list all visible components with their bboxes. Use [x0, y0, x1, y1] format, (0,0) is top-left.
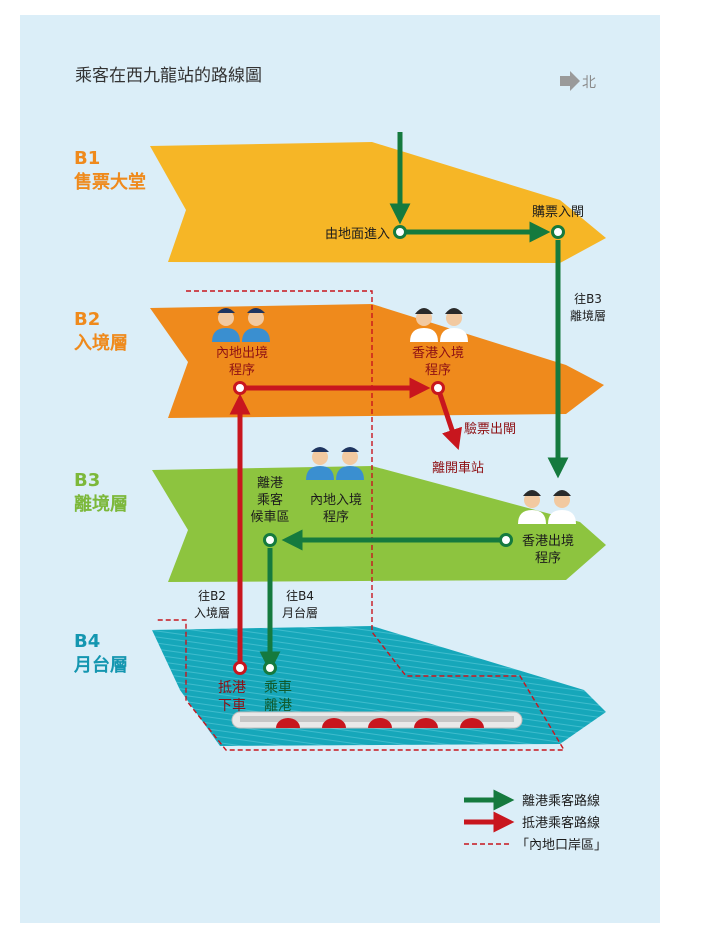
label-ground-entry: 由地面進入: [325, 227, 390, 242]
hk-officer-icon: [410, 308, 468, 342]
level-b1-code: B1: [74, 148, 100, 169]
mainland-officer-icon: [212, 308, 270, 342]
level-b1-name: 售票大堂: [74, 171, 146, 193]
label-to-b2-1: 往B2: [198, 588, 226, 603]
level-b4-code: B4: [74, 631, 100, 652]
level-b3-floor: [152, 466, 606, 582]
label-ticket-exit: 驗票出閘: [464, 422, 516, 437]
label-to-b2-2: 入境層: [194, 605, 230, 620]
level-b2-name: 入境層: [74, 332, 128, 354]
level-b4-name: 月台層: [73, 654, 128, 676]
label-waiting-2: 乘客: [257, 492, 283, 508]
node-waiting-area: [263, 533, 277, 547]
label-board-1: 乘車: [264, 679, 292, 696]
mainland-officer-icon: [306, 447, 364, 480]
legend-departure-label: 離港乘客路線: [522, 793, 600, 809]
legend: 離港乘客路線 抵港乘客路線 「內地口岸區」: [464, 789, 607, 853]
level-b2-code: B2: [74, 309, 100, 330]
label-arrive-1: 抵港: [218, 680, 246, 696]
label-to-b3-2: 離境層: [570, 308, 606, 323]
legend-port-area-label: 「內地口岸區」: [516, 838, 607, 853]
label-to-b4-1: 往B4: [286, 588, 314, 603]
label-mainland-entry-2: 程序: [323, 510, 349, 525]
label-hk-exit-2: 程序: [535, 551, 561, 566]
compass-label: 北: [582, 75, 596, 91]
node-board: [263, 661, 277, 675]
label-hk-exit-1: 香港出境: [522, 534, 574, 549]
node-mainland-exit: [233, 381, 247, 395]
north-arrow-icon: [560, 71, 580, 91]
level-b3-code: B3: [74, 470, 100, 491]
node-ground-entry: [393, 225, 407, 239]
label-hk-entry-2: 程序: [425, 363, 451, 378]
label-leave-station: 離開車站: [432, 461, 484, 476]
label-waiting-1: 離港: [257, 476, 283, 491]
label-hk-entry-1: 香港入境: [412, 346, 464, 361]
label-mainland-exit-1: 內地出境: [216, 346, 268, 361]
label-board-2: 離港: [264, 697, 292, 714]
label-to-b3-1: 往B3: [574, 291, 602, 306]
label-waiting-3: 候車區: [250, 510, 289, 525]
label-to-b4-2: 月台層: [282, 605, 318, 620]
train-icon: [231, 711, 523, 729]
mainland-port-area-boundary: [156, 290, 566, 751]
node-hk-exit: [499, 533, 513, 547]
node-hk-entry: [431, 381, 445, 395]
label-ticket-gate: 購票入閘: [532, 205, 584, 220]
label-arrive-2: 下車: [218, 697, 246, 714]
node-arrive: [233, 661, 247, 675]
level-b3-name: 離境層: [74, 493, 128, 515]
hk-officer-icon: [518, 490, 576, 524]
arrival-route-exit: [435, 387, 462, 450]
label-mainland-entry-1: 內地入境: [310, 493, 362, 508]
legend-arrival-label: 抵港乘客路線: [522, 815, 600, 831]
node-ticket-gate: [551, 225, 565, 239]
diagram-title: 乘客在西九龍站的路線圖: [75, 66, 262, 86]
label-mainland-exit-2: 程序: [229, 363, 255, 378]
